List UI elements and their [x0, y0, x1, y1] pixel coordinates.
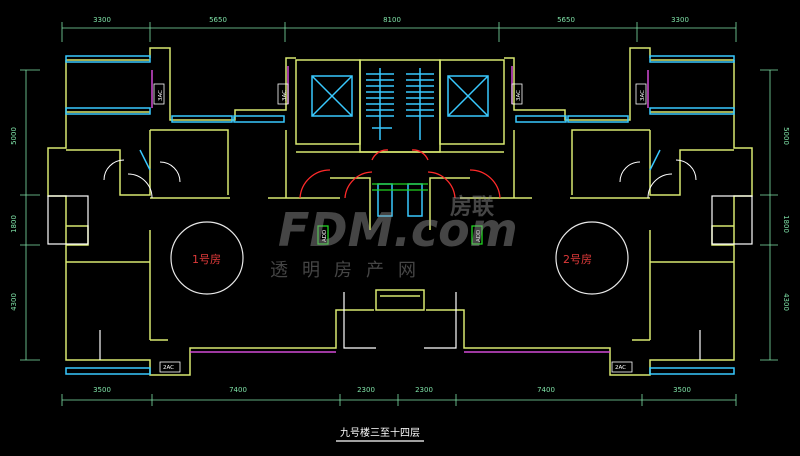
watermark-logo: FDM.com [278, 203, 518, 257]
dim-top-3: 8100 [383, 16, 401, 24]
windows [65, 55, 735, 375]
tag-shaft-right: ADD [476, 230, 482, 242]
dim-left-3: 4300 [10, 293, 18, 311]
green-accents [317, 183, 483, 245]
doors [299, 149, 501, 199]
dim-bottom-6: 3500 [673, 386, 691, 394]
equipment-tags: 3AC 3AC 2AC 2AC 3AC 3AC ADD ADD [153, 83, 647, 373]
dim-bottom-1: 3500 [93, 386, 111, 394]
walls-white [47, 195, 753, 360]
dim-left-1: 5000 [10, 127, 18, 145]
dim-top-2: 5650 [209, 16, 227, 24]
dim-right-3: 4300 [782, 293, 790, 311]
door-swings-white [103, 159, 697, 199]
tag-left-top: 3AC [158, 90, 164, 101]
tag-right-bottom: 2AC [615, 365, 626, 371]
dim-left-2: 1800 [10, 215, 18, 233]
tag-core-left: 3AC [282, 90, 288, 101]
dim-bottom-2: 7400 [229, 386, 247, 394]
dimension-labels: 3300 5650 8100 5650 3300 3500 7400 2300 … [10, 16, 790, 394]
room-circle-1 [170, 221, 244, 295]
tag-left-bottom: 2AC [163, 365, 174, 371]
dim-bottom-3: 2300 [357, 386, 375, 394]
dim-bottom-5: 7400 [537, 386, 555, 394]
tag-shaft-left: ADD [322, 230, 328, 242]
drawing-title: 九号楼三至十四层 [340, 426, 420, 439]
room-circle-2 [555, 221, 629, 295]
dim-top-4: 5650 [557, 16, 575, 24]
dim-right-1: 5000 [782, 127, 790, 145]
balcony-lines [151, 66, 649, 353]
room-label-1: 1号房 [192, 253, 221, 266]
dim-bottom-4: 2300 [415, 386, 433, 394]
tag-core-right: 3AC [516, 90, 522, 101]
dim-top-1: 3300 [93, 16, 111, 24]
tag-right-top: 3AC [640, 90, 646, 101]
dimension-lines [20, 22, 778, 406]
walls [47, 47, 753, 376]
watermark-cn2: 透明房产网 [270, 260, 430, 281]
dim-top-5: 3300 [671, 16, 689, 24]
dim-right-2: 1800 [782, 215, 790, 233]
watermark-cn1: 房联 [450, 194, 494, 220]
room-label-2: 2号房 [563, 253, 592, 266]
watermark: FDM.com 房联 透明房产网 [270, 194, 518, 281]
